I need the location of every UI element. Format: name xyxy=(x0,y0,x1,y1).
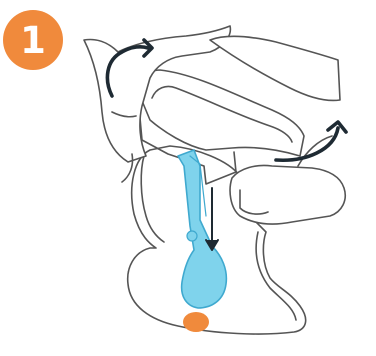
orange-indicator-dot xyxy=(183,312,209,332)
